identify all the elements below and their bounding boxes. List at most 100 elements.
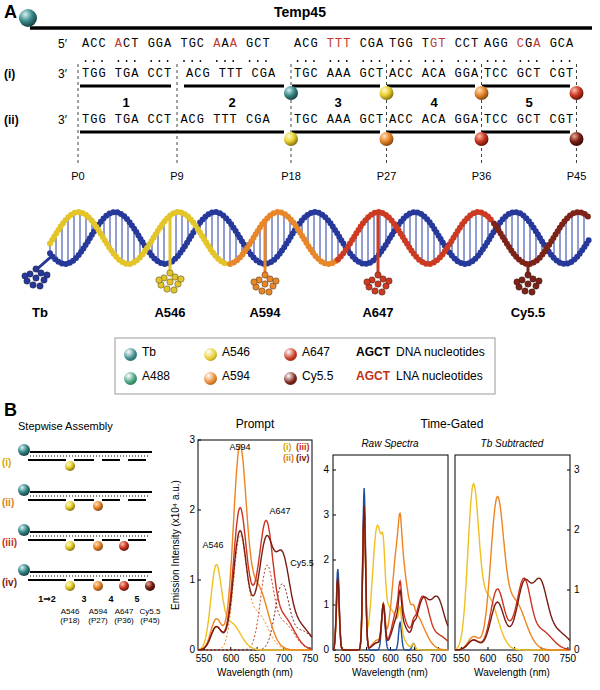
- position-label: P45: [567, 170, 587, 183]
- spectrum-curve: [333, 510, 448, 650]
- base-pair: [469, 216, 471, 263]
- tick-label: 2: [574, 524, 580, 536]
- plot-frame: [455, 455, 570, 650]
- base-pair: [517, 213, 519, 259]
- dna-letter: [172, 37, 180, 51]
- row-label: (ii): [2, 497, 14, 509]
- base-pair-dot: [552, 60, 554, 62]
- base-pair-dot: [400, 60, 402, 62]
- plot-frame: [198, 440, 312, 650]
- sequence: TGG TGT CCT: [389, 38, 479, 52]
- strand-number: 1⇒2: [38, 594, 56, 604]
- base-pair-dot: [528, 60, 530, 62]
- dye-atom: [167, 270, 173, 276]
- template-strand: [30, 531, 152, 533]
- axis-tick: [333, 515, 336, 516]
- fluorophore-sphere: [65, 581, 75, 591]
- panel-heading: Prompt: [236, 418, 275, 432]
- base-pair: [523, 216, 525, 263]
- dna-letter: T: [471, 37, 479, 51]
- fluorophore-sphere: [380, 132, 394, 146]
- lna-letter: A: [533, 37, 541, 51]
- base-pair-dot: [433, 60, 435, 62]
- base-pair-dot: [338, 60, 340, 62]
- panel-heading: Stepwise Assembly: [18, 420, 113, 433]
- base-pair-dot: [561, 60, 563, 62]
- dna-letter: C: [254, 37, 262, 51]
- probe-strand: [28, 459, 146, 461]
- position-label: P36: [472, 170, 492, 183]
- base-pair-dot: [126, 60, 128, 62]
- dye-linker: [377, 212, 380, 276]
- probe-strand: [28, 499, 146, 501]
- dye-atom: [372, 288, 378, 294]
- lna-letter: T: [343, 37, 351, 51]
- base-pair-dot: [159, 60, 161, 62]
- spectrum-curve: [455, 497, 570, 651]
- dna-letter: [509, 37, 517, 51]
- dna-letter: C: [360, 37, 368, 51]
- dna-letter: C: [463, 37, 471, 51]
- strand-number: 2: [228, 96, 235, 111]
- base-pair-dot: [487, 60, 489, 62]
- base-pair-dots: [30, 496, 150, 497]
- base-pair-dot: [379, 60, 381, 62]
- dna-letter: A: [221, 37, 229, 51]
- lna-letter: T: [335, 37, 343, 51]
- base-pair-dot: [313, 60, 315, 62]
- base-pair-dot: [265, 60, 267, 62]
- fluorophore-sphere: [570, 86, 584, 100]
- dna-letter: [238, 37, 246, 51]
- sequence: ACC ACA GGA: [389, 68, 479, 82]
- series-key: (iv): [296, 453, 310, 463]
- base-pair: [175, 212, 177, 258]
- panel-subheading: Tb Subtracted: [481, 438, 544, 450]
- base-pair-dot: [425, 60, 427, 62]
- tick-label: 2: [189, 504, 195, 516]
- dye-atom: [525, 272, 531, 278]
- dna-letter: T: [180, 37, 188, 51]
- tick-label: 700: [533, 653, 550, 665]
- tick-label: 3: [189, 434, 195, 446]
- legend-swatch: [124, 372, 137, 385]
- dye-atom: [30, 282, 36, 288]
- sequence: ACC ACT GGA TGC AAA GCT: [82, 38, 271, 52]
- strand-number: 3: [334, 96, 341, 111]
- panel-letter: A: [4, 2, 17, 23]
- base-pair-dot: [503, 60, 505, 62]
- dna-letter: [351, 37, 359, 51]
- base-pair-dot: [224, 60, 226, 62]
- tick-label: 600: [382, 653, 399, 665]
- tick-label: 1: [323, 599, 329, 611]
- spectrum-curve: [198, 531, 312, 650]
- dna-letter: T: [389, 37, 397, 51]
- dye-atom: [33, 266, 39, 272]
- tick-label: 600: [480, 653, 497, 665]
- dye-atom: [44, 272, 50, 278]
- fluorophore-sphere: [18, 524, 30, 536]
- sequence: TGC AAA GCT: [294, 114, 384, 128]
- base-pair: [325, 218, 327, 264]
- tick-label: 750: [302, 653, 319, 665]
- dye-atom: [262, 272, 268, 278]
- base-pair-dot: [85, 60, 87, 62]
- sequence: TGC AAA GCT: [294, 68, 384, 82]
- helix-model: [22, 212, 590, 295]
- dye-position: A546 (P18): [56, 608, 84, 626]
- base-pair: [373, 213, 375, 260]
- dna-letter: G: [246, 37, 254, 51]
- base-pair: [565, 220, 567, 264]
- assembly-scheme: [18, 444, 155, 591]
- base-pair: [415, 212, 417, 256]
- strand-end: 5′: [58, 38, 67, 52]
- base-pair: [115, 212, 117, 256]
- dna-backbone: [494, 212, 588, 264]
- base-pair: [427, 220, 429, 264]
- base-pair-dot: [569, 60, 571, 62]
- fluorophore-sphere: [93, 501, 103, 511]
- position-label: P18: [281, 170, 301, 183]
- probe-strand: [28, 539, 146, 541]
- fluorophore-sphere: [93, 581, 103, 591]
- plot-frame: [333, 455, 448, 650]
